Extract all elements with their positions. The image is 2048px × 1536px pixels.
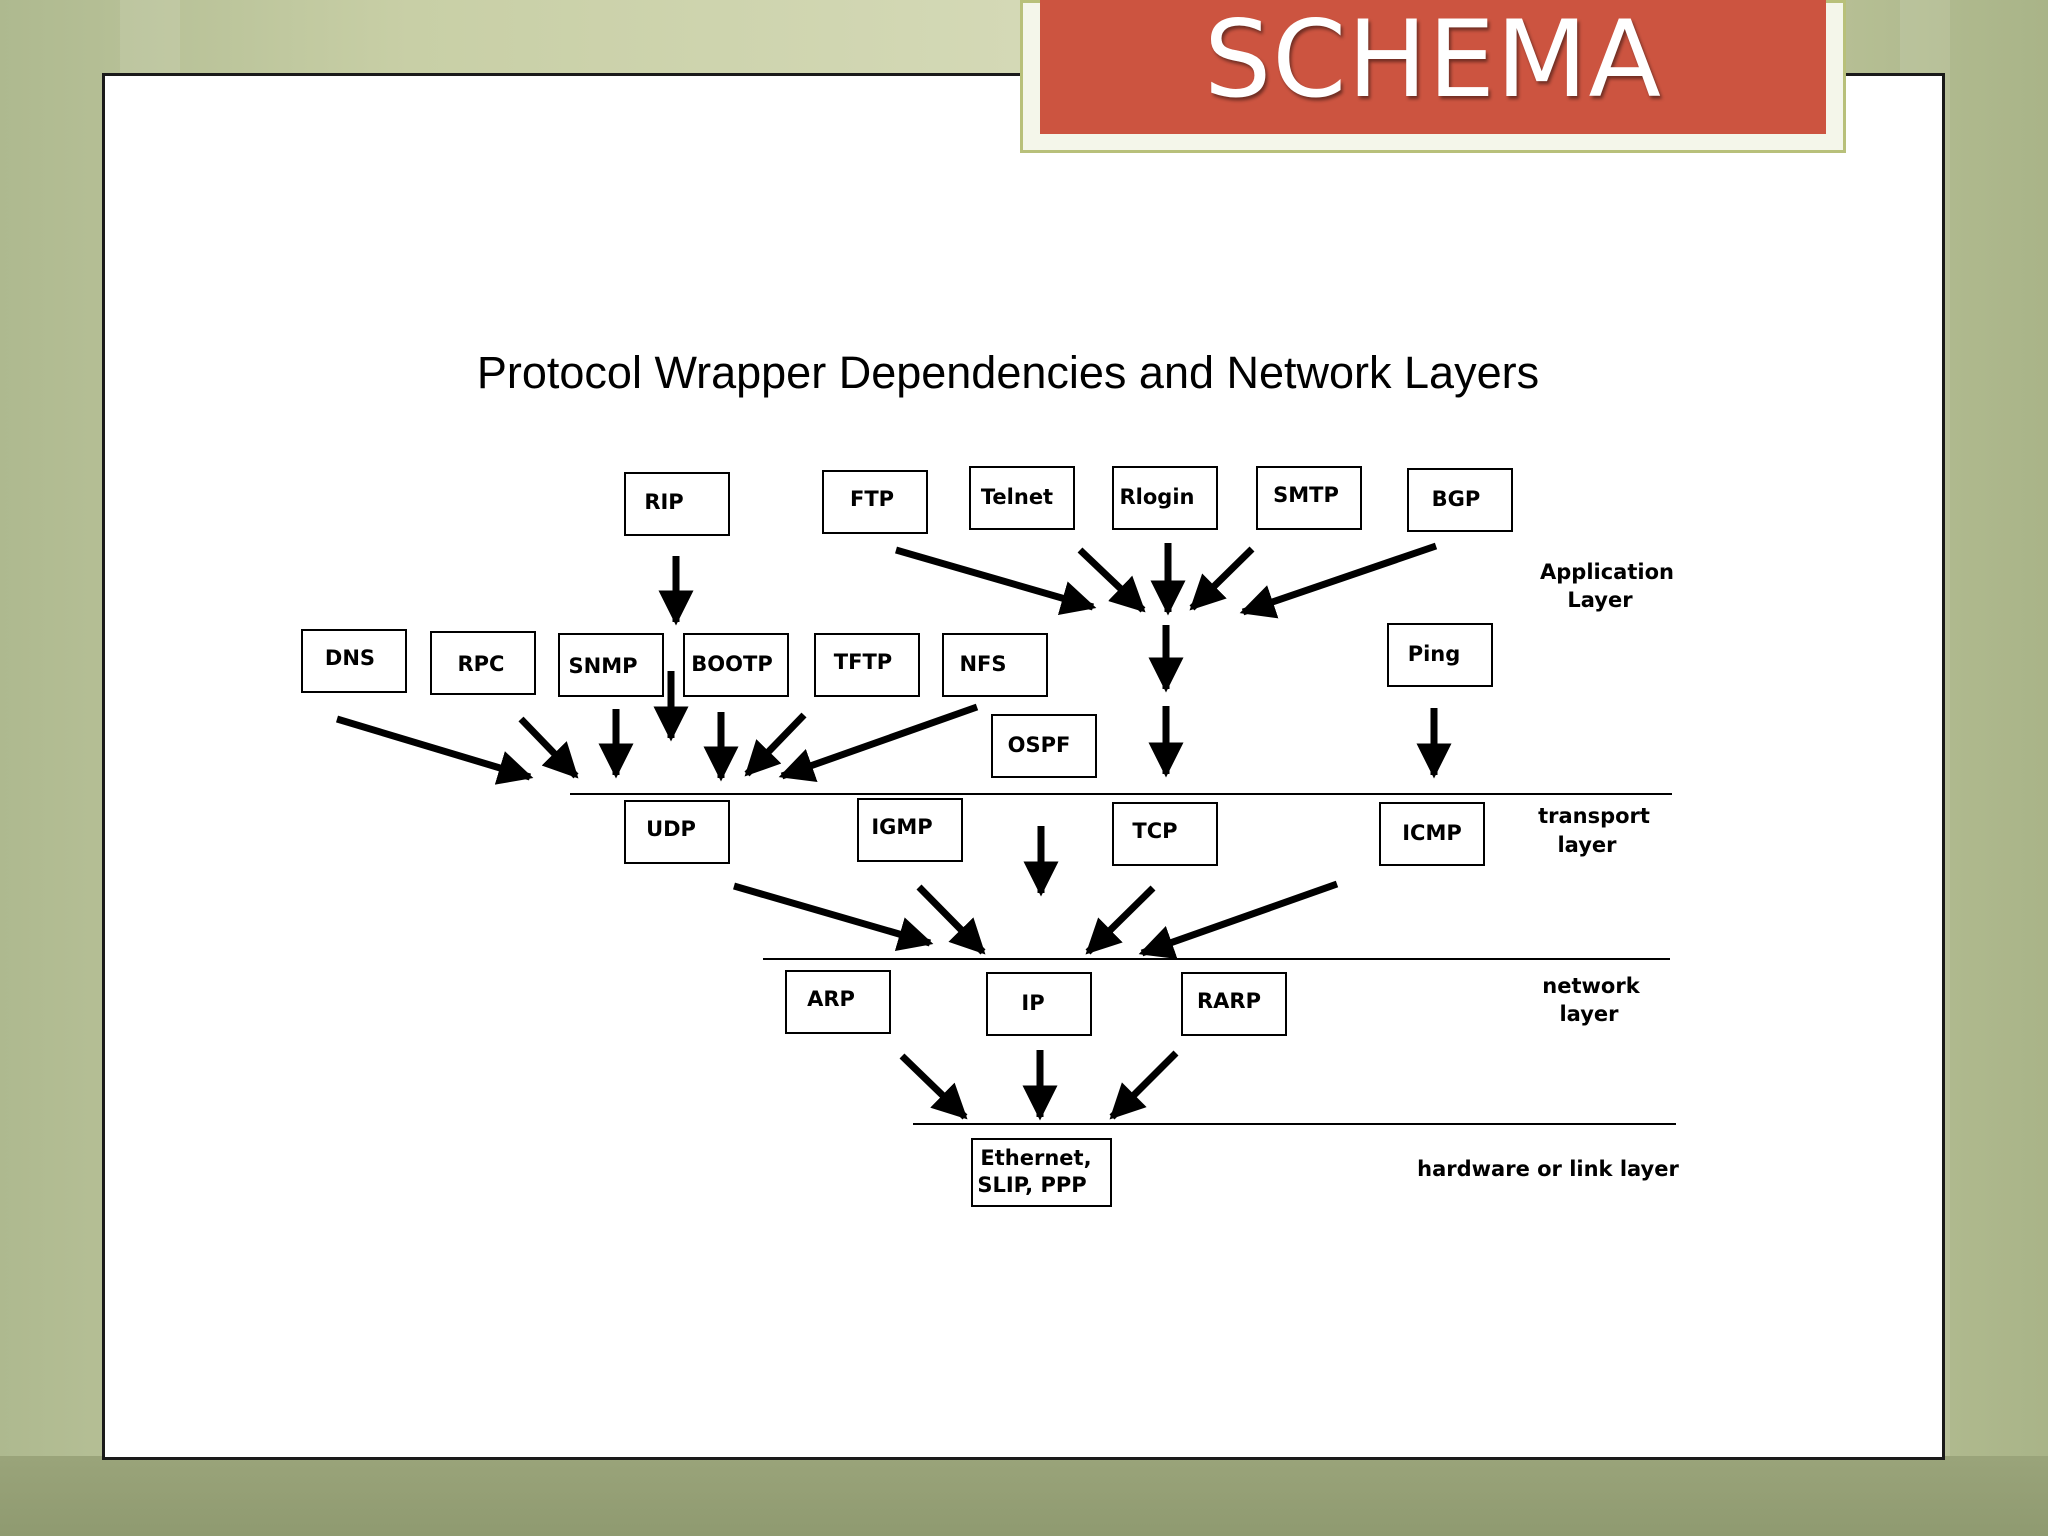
protocol-label-dns: DNS: [325, 646, 375, 670]
arrow-nfs-to-udp: [778, 703, 979, 782]
arrow-arp-to-ethernet: [899, 1053, 968, 1120]
protocol-box-ftp: FTP: [822, 470, 928, 534]
protocol-label-smtp: SMTP: [1273, 483, 1339, 507]
layer-label-application-line2: Layer: [1567, 588, 1633, 612]
protocol-box-ospf: OSPF: [991, 714, 1097, 778]
protocol-label-rpc: RPC: [458, 652, 505, 676]
layer-label-hardware: hardware or link layer: [1417, 1157, 1679, 1181]
protocol-label-ospf: OSPF: [1008, 733, 1071, 757]
protocol-box-icmp: ICMP: [1379, 802, 1485, 866]
protocol-label-ping: Ping: [1408, 642, 1461, 666]
arrow-tcp-to-ip: [1085, 885, 1156, 955]
arrow-icmp-to-ip: [1138, 880, 1339, 959]
protocol-box-dns: DNS: [301, 629, 407, 693]
layer-label-network-line1: network: [1542, 974, 1640, 998]
arrow-tftp-to-udp: [744, 712, 807, 777]
title-banner: SCHEMA: [1040, 0, 1826, 134]
protocol-label-ethernet-line2: SLIP, PPP: [977, 1173, 1086, 1197]
protocol-box-rlogin: Rlogin: [1112, 466, 1218, 530]
protocol-box-ip: IP: [986, 972, 1092, 1036]
arrow-rarp-to-ethernet: [1109, 1050, 1179, 1120]
protocol-label-rarp: RARP: [1197, 989, 1261, 1013]
protocol-box-rip: RIP: [624, 472, 730, 536]
protocol-label-snmp: SNMP: [569, 654, 638, 678]
arrow-bgp-to-tcp: [1239, 542, 1438, 619]
protocol-label-igmp: IGMP: [871, 815, 932, 839]
layer-label-transport-line2: layer: [1557, 833, 1617, 857]
protocol-label-udp: UDP: [646, 817, 696, 841]
protocol-box-rarp: RARP: [1181, 972, 1287, 1036]
layer-label-application-line1: Application: [1540, 560, 1674, 584]
protocol-label-icmp: ICMP: [1402, 821, 1462, 845]
protocol-box-nfs: NFS: [942, 633, 1048, 697]
protocol-label-bgp: BGP: [1432, 487, 1481, 511]
arrow-smtp-to-tcp: [1189, 546, 1255, 611]
protocol-box-bootp: BOOTP: [683, 633, 789, 697]
layer-label-transport-line1: transport: [1538, 804, 1650, 828]
protocol-box-telnet: Telnet: [969, 466, 1075, 530]
protocol-label-ftp: FTP: [850, 487, 894, 511]
protocol-label-tftp: TFTP: [834, 650, 892, 674]
protocol-label-arp: ARP: [807, 987, 855, 1011]
protocol-box-bgp: BGP: [1407, 468, 1513, 532]
slide-title: SCHEMA: [1204, 0, 1662, 121]
protocol-box-tcp: TCP: [1112, 802, 1218, 866]
protocol-box-tftp: TFTP: [814, 633, 920, 697]
protocol-label-ethernet-line1: Ethernet,: [980, 1146, 1091, 1170]
protocol-box-arp: ARP: [785, 970, 891, 1034]
arrow-udp-to-ip: [733, 882, 934, 952]
protocol-box-rpc: RPC: [430, 631, 536, 695]
protocol-label-tcp: TCP: [1132, 819, 1177, 843]
protocol-box-smtp: SMTP: [1256, 466, 1362, 530]
protocol-label-rlogin: Rlogin: [1120, 485, 1195, 509]
arrow-dns-to-udp: [335, 715, 534, 785]
diagram-title: Protocol Wrapper Dependencies and Networ…: [477, 347, 1539, 398]
arrow-ftp-to-tcp: [895, 546, 1097, 616]
protocol-box-udp: UDP: [624, 800, 730, 864]
arrow-telnet-to-tcp: [1077, 547, 1146, 613]
protocol-box-igmp: IGMP: [857, 798, 963, 862]
protocol-box-ping: Ping: [1387, 623, 1493, 687]
arrow-igmp-to-ip: [916, 884, 986, 955]
protocol-box-snmp: SNMP: [558, 633, 664, 697]
protocol-label-nfs: NFS: [959, 652, 1006, 676]
arrow-rpc-to-udp: [518, 716, 579, 779]
layer-label-network-line2: layer: [1559, 1002, 1619, 1026]
protocol-label-rip: RIP: [644, 490, 683, 514]
protocol-label-bootp: BOOTP: [691, 652, 772, 676]
protocol-label-ip: IP: [1021, 991, 1044, 1015]
protocol-box-ethernet: Ethernet, SLIP, PPP: [971, 1138, 1112, 1207]
background-floor: [0, 1456, 2048, 1536]
protocol-label-telnet: Telnet: [981, 485, 1053, 509]
